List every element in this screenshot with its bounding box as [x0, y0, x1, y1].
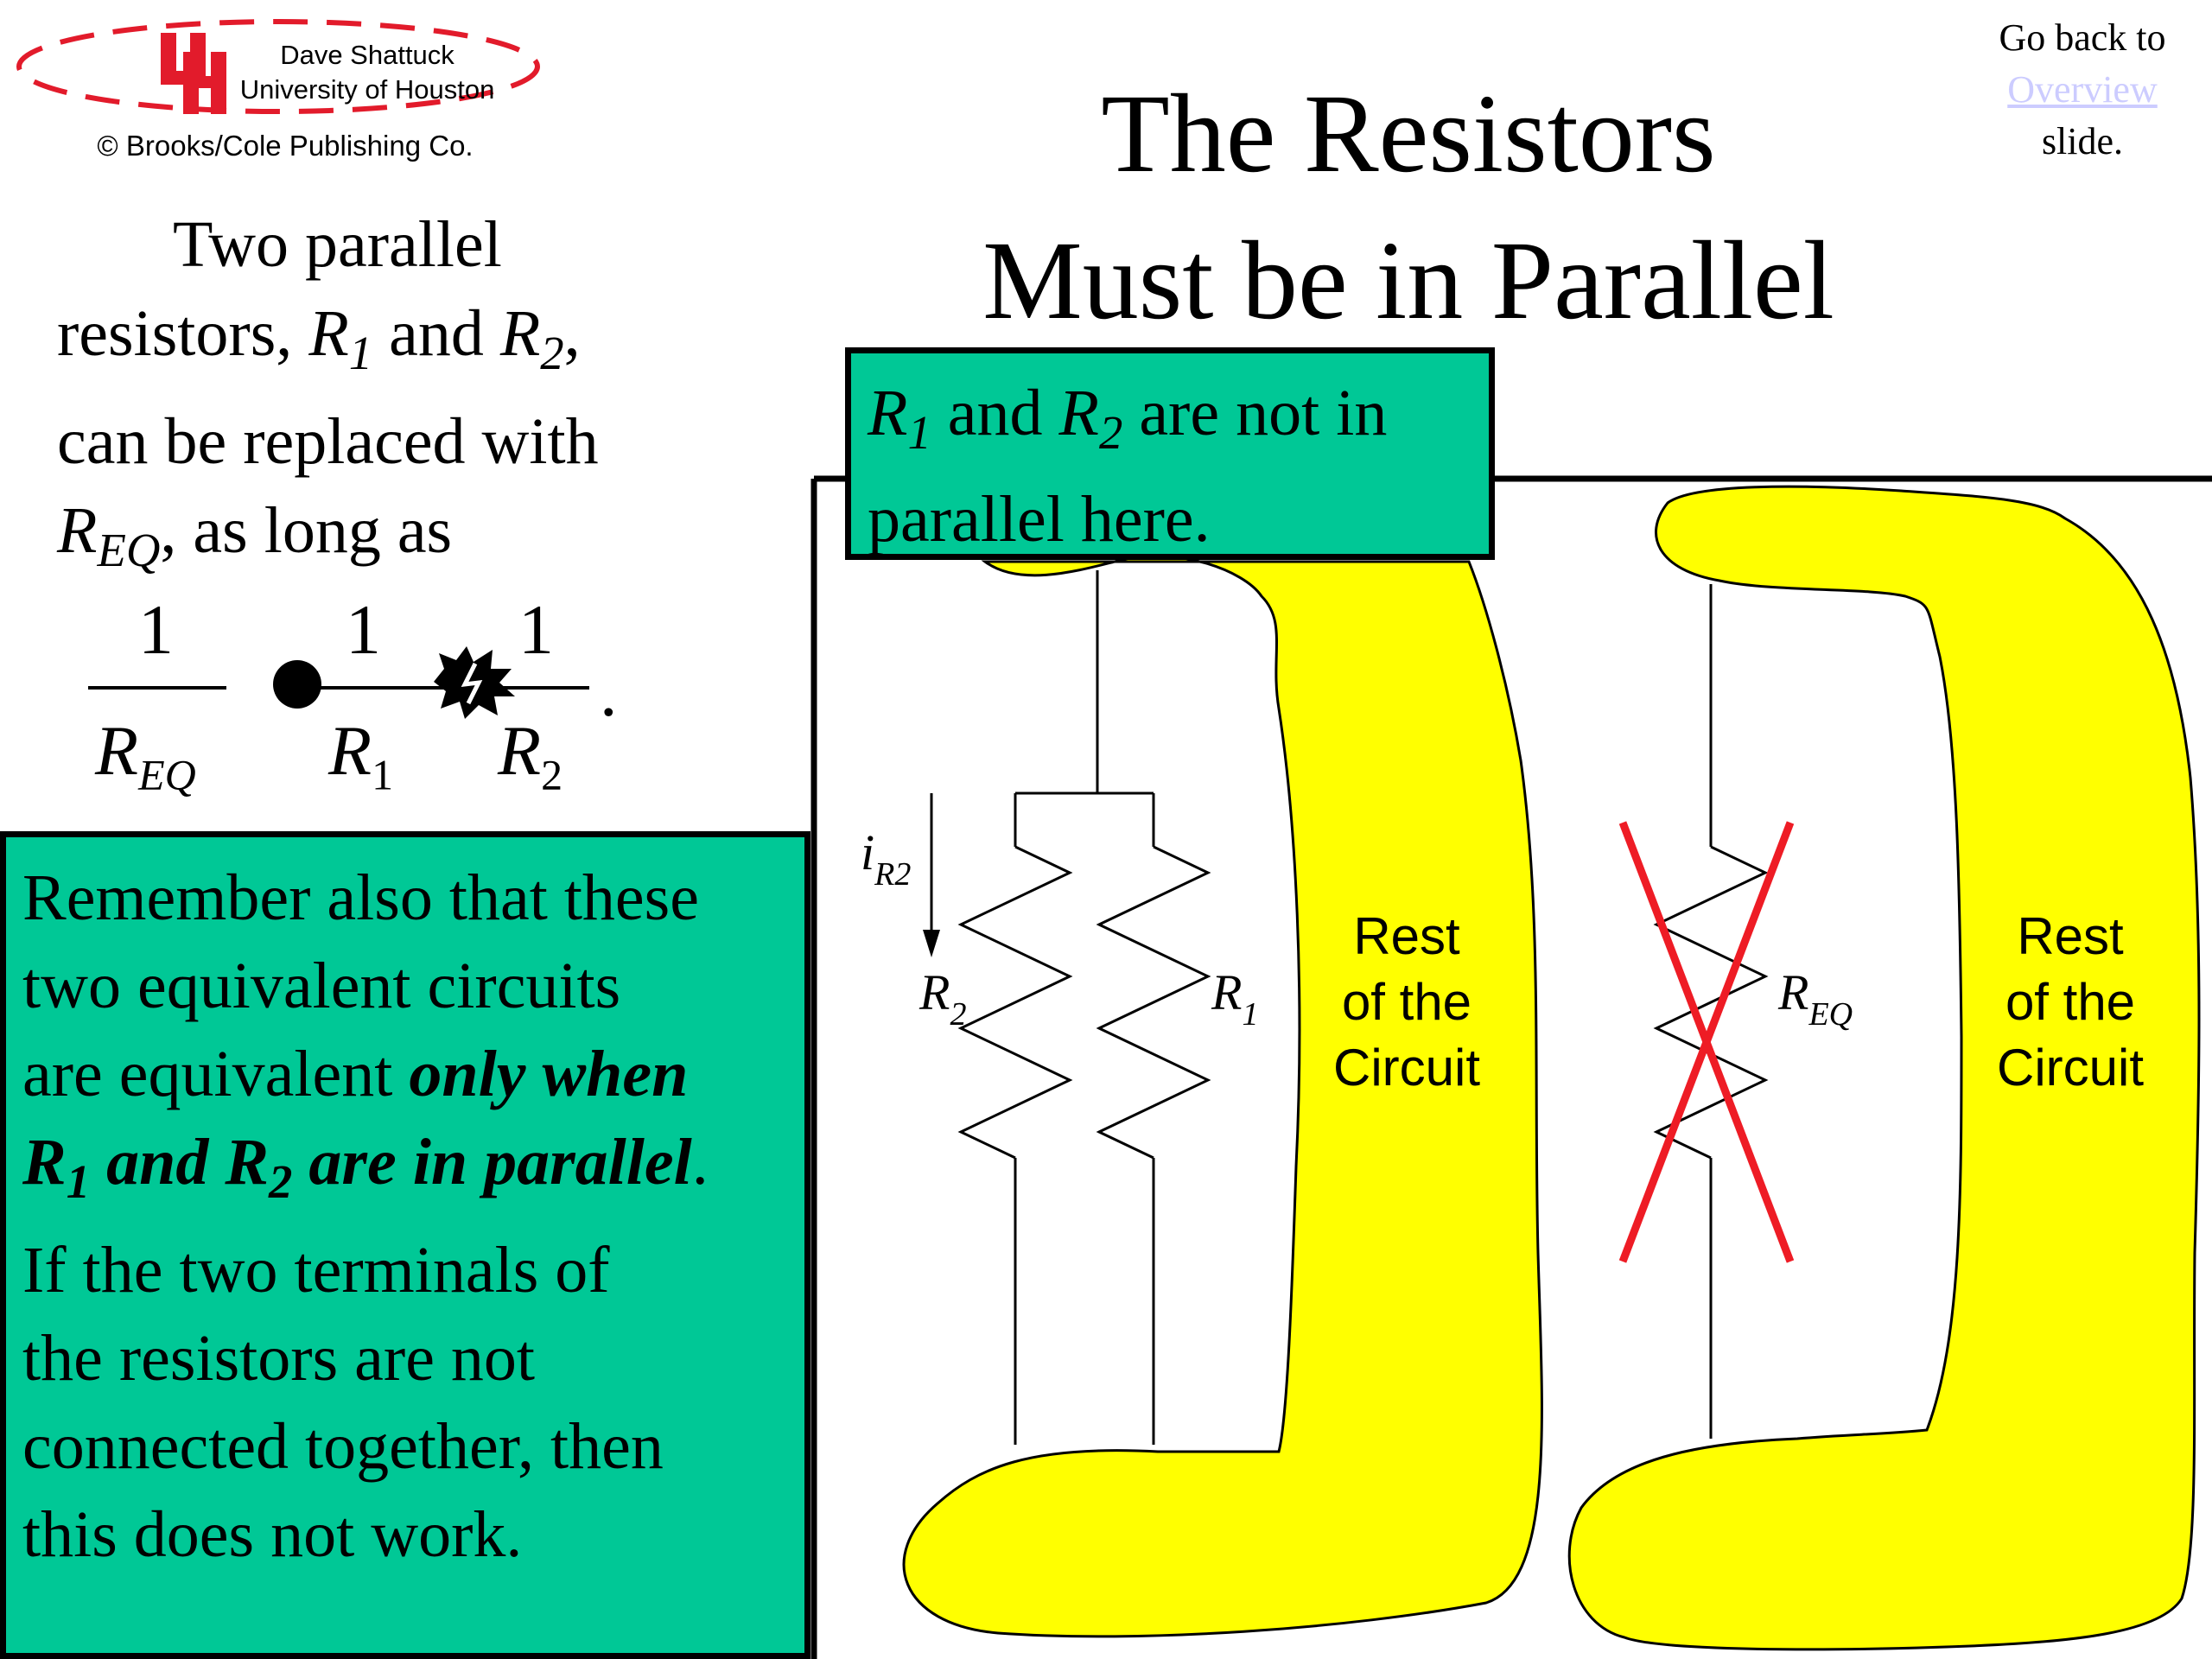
- svg-text:Rest: Rest: [2017, 907, 2124, 965]
- intro-line-3: can be replaced with: [57, 405, 599, 479]
- intro-line-4: REQ, as long as: [57, 494, 453, 577]
- parallel-resistors-circuit: [957, 570, 1211, 1445]
- title-line-1: The Resistors: [1101, 72, 1716, 196]
- eq-numerator-1: 1: [138, 590, 174, 669]
- current-label: iR2: [861, 824, 911, 893]
- resistor-r1: [1096, 845, 1211, 1160]
- university-logo-icon: [161, 33, 226, 114]
- resistor-r2: [957, 845, 1073, 1160]
- req-label: REQ: [1777, 964, 1853, 1033]
- eq-denominator-r1: R1: [328, 711, 394, 799]
- logo-dashed-ellipse: [16, 19, 540, 114]
- resistor-req: [1653, 845, 1769, 1160]
- author-affiliation: University of Houston: [239, 74, 495, 105]
- remember-line-1: Remember also that these: [22, 861, 699, 934]
- r1-label: R1: [1211, 964, 1258, 1033]
- remember-line-6: the resistors are not: [22, 1322, 536, 1395]
- eq-numerator-2: 1: [346, 590, 381, 669]
- nav-prefix: Go back to: [1999, 16, 2166, 59]
- intro-line-1: Two parallel: [173, 208, 502, 281]
- copyright-notice: © Brooks/Cole Publishing Co.: [97, 130, 474, 162]
- eq-period: .: [600, 652, 618, 731]
- blot-symbol-1: [273, 660, 321, 709]
- rest-of-circuit-blob-left: [902, 555, 1543, 1638]
- not-parallel-note-box: [845, 347, 1495, 560]
- rest-of-circuit-label-left: Rest of the Circuit: [1333, 907, 1480, 1096]
- note-line-2: parallel here.: [868, 483, 1211, 556]
- red-cross-mark: [1618, 821, 1795, 1263]
- svg-text:of the: of the: [1342, 973, 1471, 1031]
- rest-of-circuit-label-right: Rest of the Circuit: [1997, 907, 2144, 1096]
- remember-line-4: R1 and R2 are in parallel.: [22, 1126, 709, 1209]
- eq-fraction-bar-1: [88, 686, 226, 690]
- remember-line-5: If the two terminals of: [22, 1234, 610, 1307]
- svg-text:Circuit: Circuit: [1997, 1039, 2144, 1096]
- eq-fraction-bar-3: [484, 686, 589, 690]
- not-parallel-note-text: R1 and R2 are not in parallel here.: [868, 370, 1490, 563]
- remember-line-2: two equivalent circuits: [22, 950, 621, 1022]
- svg-text:of the: of the: [2005, 973, 2135, 1031]
- intro-line-2: resistors, R1 and R2,: [57, 297, 581, 380]
- eq-denominator-r2: R2: [498, 711, 563, 799]
- note-line-1: R1 and R2 are not in: [868, 377, 1388, 460]
- remember-line-8: this does not work.: [22, 1498, 523, 1572]
- parallel-resistance-equation: 1 REQ 1 R1 1 R2 .: [52, 570, 639, 830]
- blot-symbol-2: [434, 646, 515, 719]
- rest-of-circuit-blob-right: [1567, 485, 2201, 1651]
- eq-fraction-bar-2: [311, 686, 460, 690]
- remember-text: Remember also that these two equivalent …: [22, 854, 800, 1579]
- author-name: Dave Shattuck: [280, 40, 454, 70]
- author-credit: Dave Shattuck University of Houston: [233, 38, 501, 107]
- overview-link[interactable]: Overview: [2007, 68, 2158, 111]
- remember-box: [0, 831, 810, 1659]
- title-line-2: Must be in Parallel: [982, 219, 1834, 343]
- svg-text:Circuit: Circuit: [1333, 1039, 1480, 1096]
- eq-denominator-req: REQ: [95, 711, 196, 799]
- nav-suffix: slide.: [2041, 120, 2124, 162]
- equivalent-resistor-circuit: [1653, 584, 1769, 1439]
- intro-text: Two parallel resistors, R1 and R2, can b…: [57, 200, 817, 594]
- navigation-note: Go back to Overview slide.: [1966, 12, 2199, 168]
- eq-numerator-3: 1: [518, 590, 554, 669]
- current-arrowhead: [923, 930, 940, 957]
- r2-label: R2: [918, 964, 966, 1033]
- remember-line-7: connected together, then: [22, 1410, 664, 1484]
- slide-title: The Resistors Must be in Parallel: [907, 60, 1910, 354]
- remember-line-3: are equivalent only when: [22, 1038, 689, 1110]
- svg-text:Rest: Rest: [1353, 907, 1460, 965]
